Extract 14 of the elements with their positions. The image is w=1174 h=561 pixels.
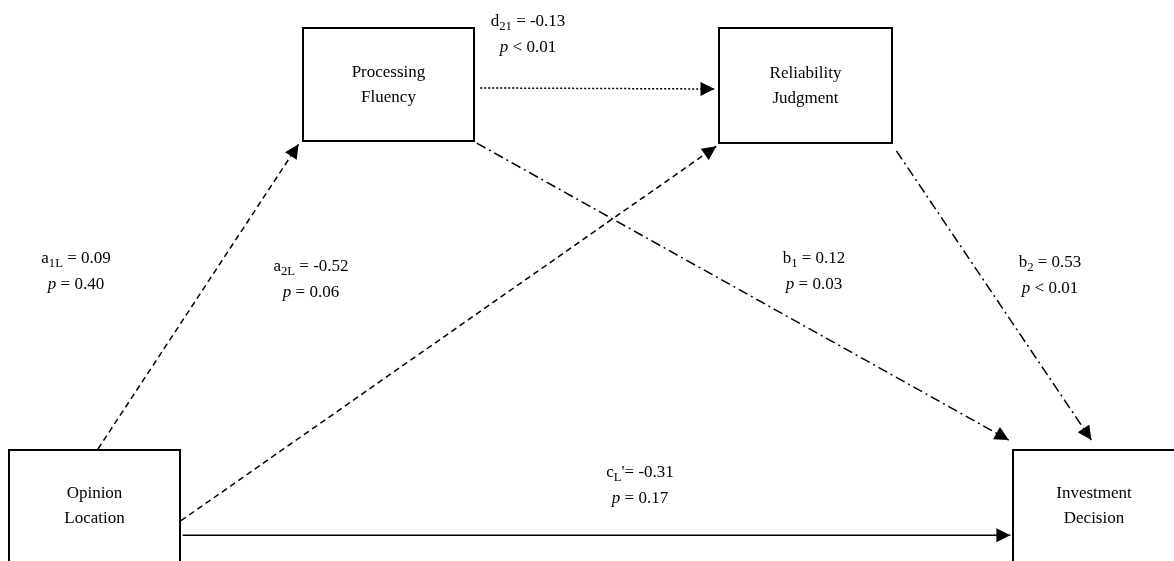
variable-box <box>1012 449 1174 561</box>
arrow <box>479 81 716 96</box>
variable-box <box>718 27 893 144</box>
variable-label: Investment Decision <box>1055 482 1133 529</box>
variable-label: Processing Fluency <box>350 60 427 108</box>
variable-label: Reliability Judgment <box>768 61 843 109</box>
arrow <box>476 142 1010 441</box>
variable-label: Opinion Location <box>63 482 126 529</box>
arrow <box>97 143 300 450</box>
arrow <box>182 528 1012 543</box>
arrow <box>180 145 717 522</box>
arrow <box>895 150 1093 441</box>
variable-box <box>302 27 475 142</box>
variable-box <box>8 449 181 561</box>
